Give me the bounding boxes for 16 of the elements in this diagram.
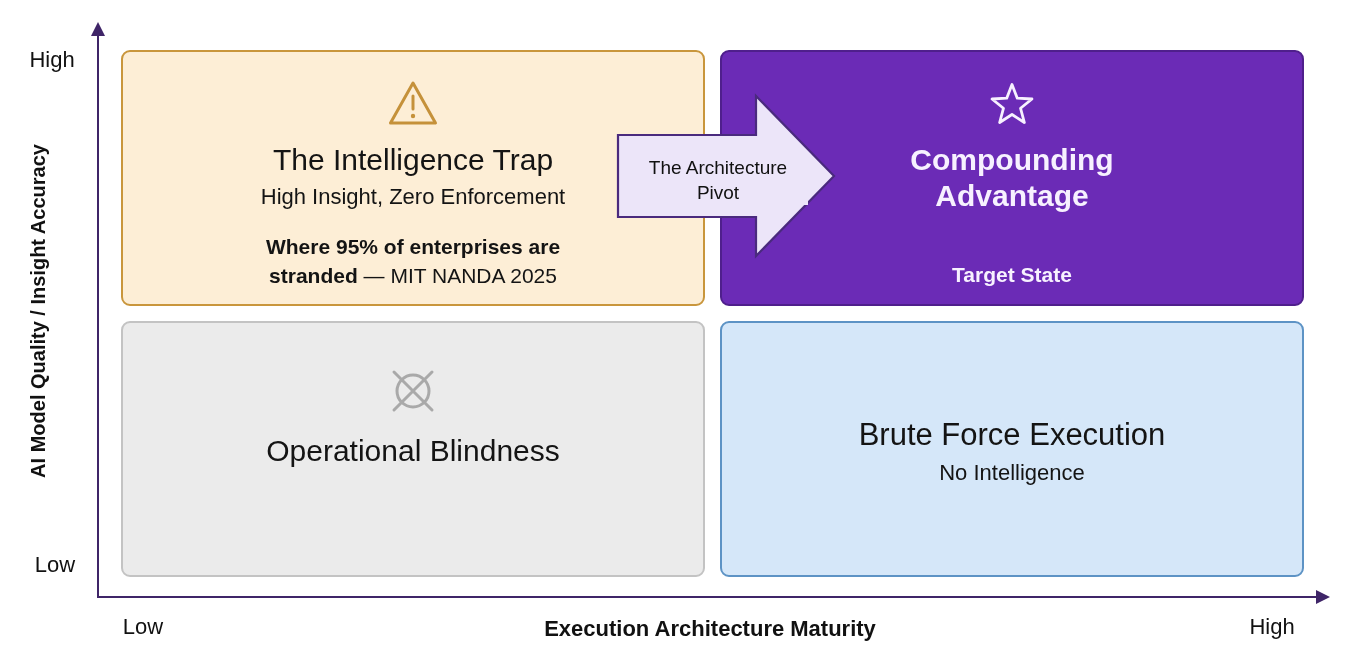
quadrant-title: Operational Blindness — [266, 433, 560, 469]
quadrant-subtitle: Target State — [952, 262, 1072, 288]
axis-tick-label: Low — [122, 613, 164, 641]
quadrant-subtitle: No Intelligence — [939, 460, 1085, 486]
quadrant-title: The Intelligence Trap — [272, 142, 554, 178]
axis-tick-label: Low — [34, 551, 76, 579]
quadrant-box — [720, 321, 1304, 577]
quadrant-title: Brute Force Execution — [858, 416, 1166, 453]
quadrant-box — [121, 321, 705, 577]
axis-tick-label: High — [1249, 613, 1295, 641]
axis-title: Execution Architecture Maturity — [544, 615, 876, 643]
axis-title: AI Model Quality / Insight Accuracy — [26, 144, 50, 478]
axis-tick-label: High — [29, 46, 75, 74]
quadrant-title: Compounding Advantage — [909, 142, 1115, 214]
quadrant-note: Where 95% of enterprises are stranded — MIT NANDA 2025 — [264, 234, 562, 289]
quadrant-subtitle: High Insight, Zero Enforcement — [260, 184, 566, 210]
